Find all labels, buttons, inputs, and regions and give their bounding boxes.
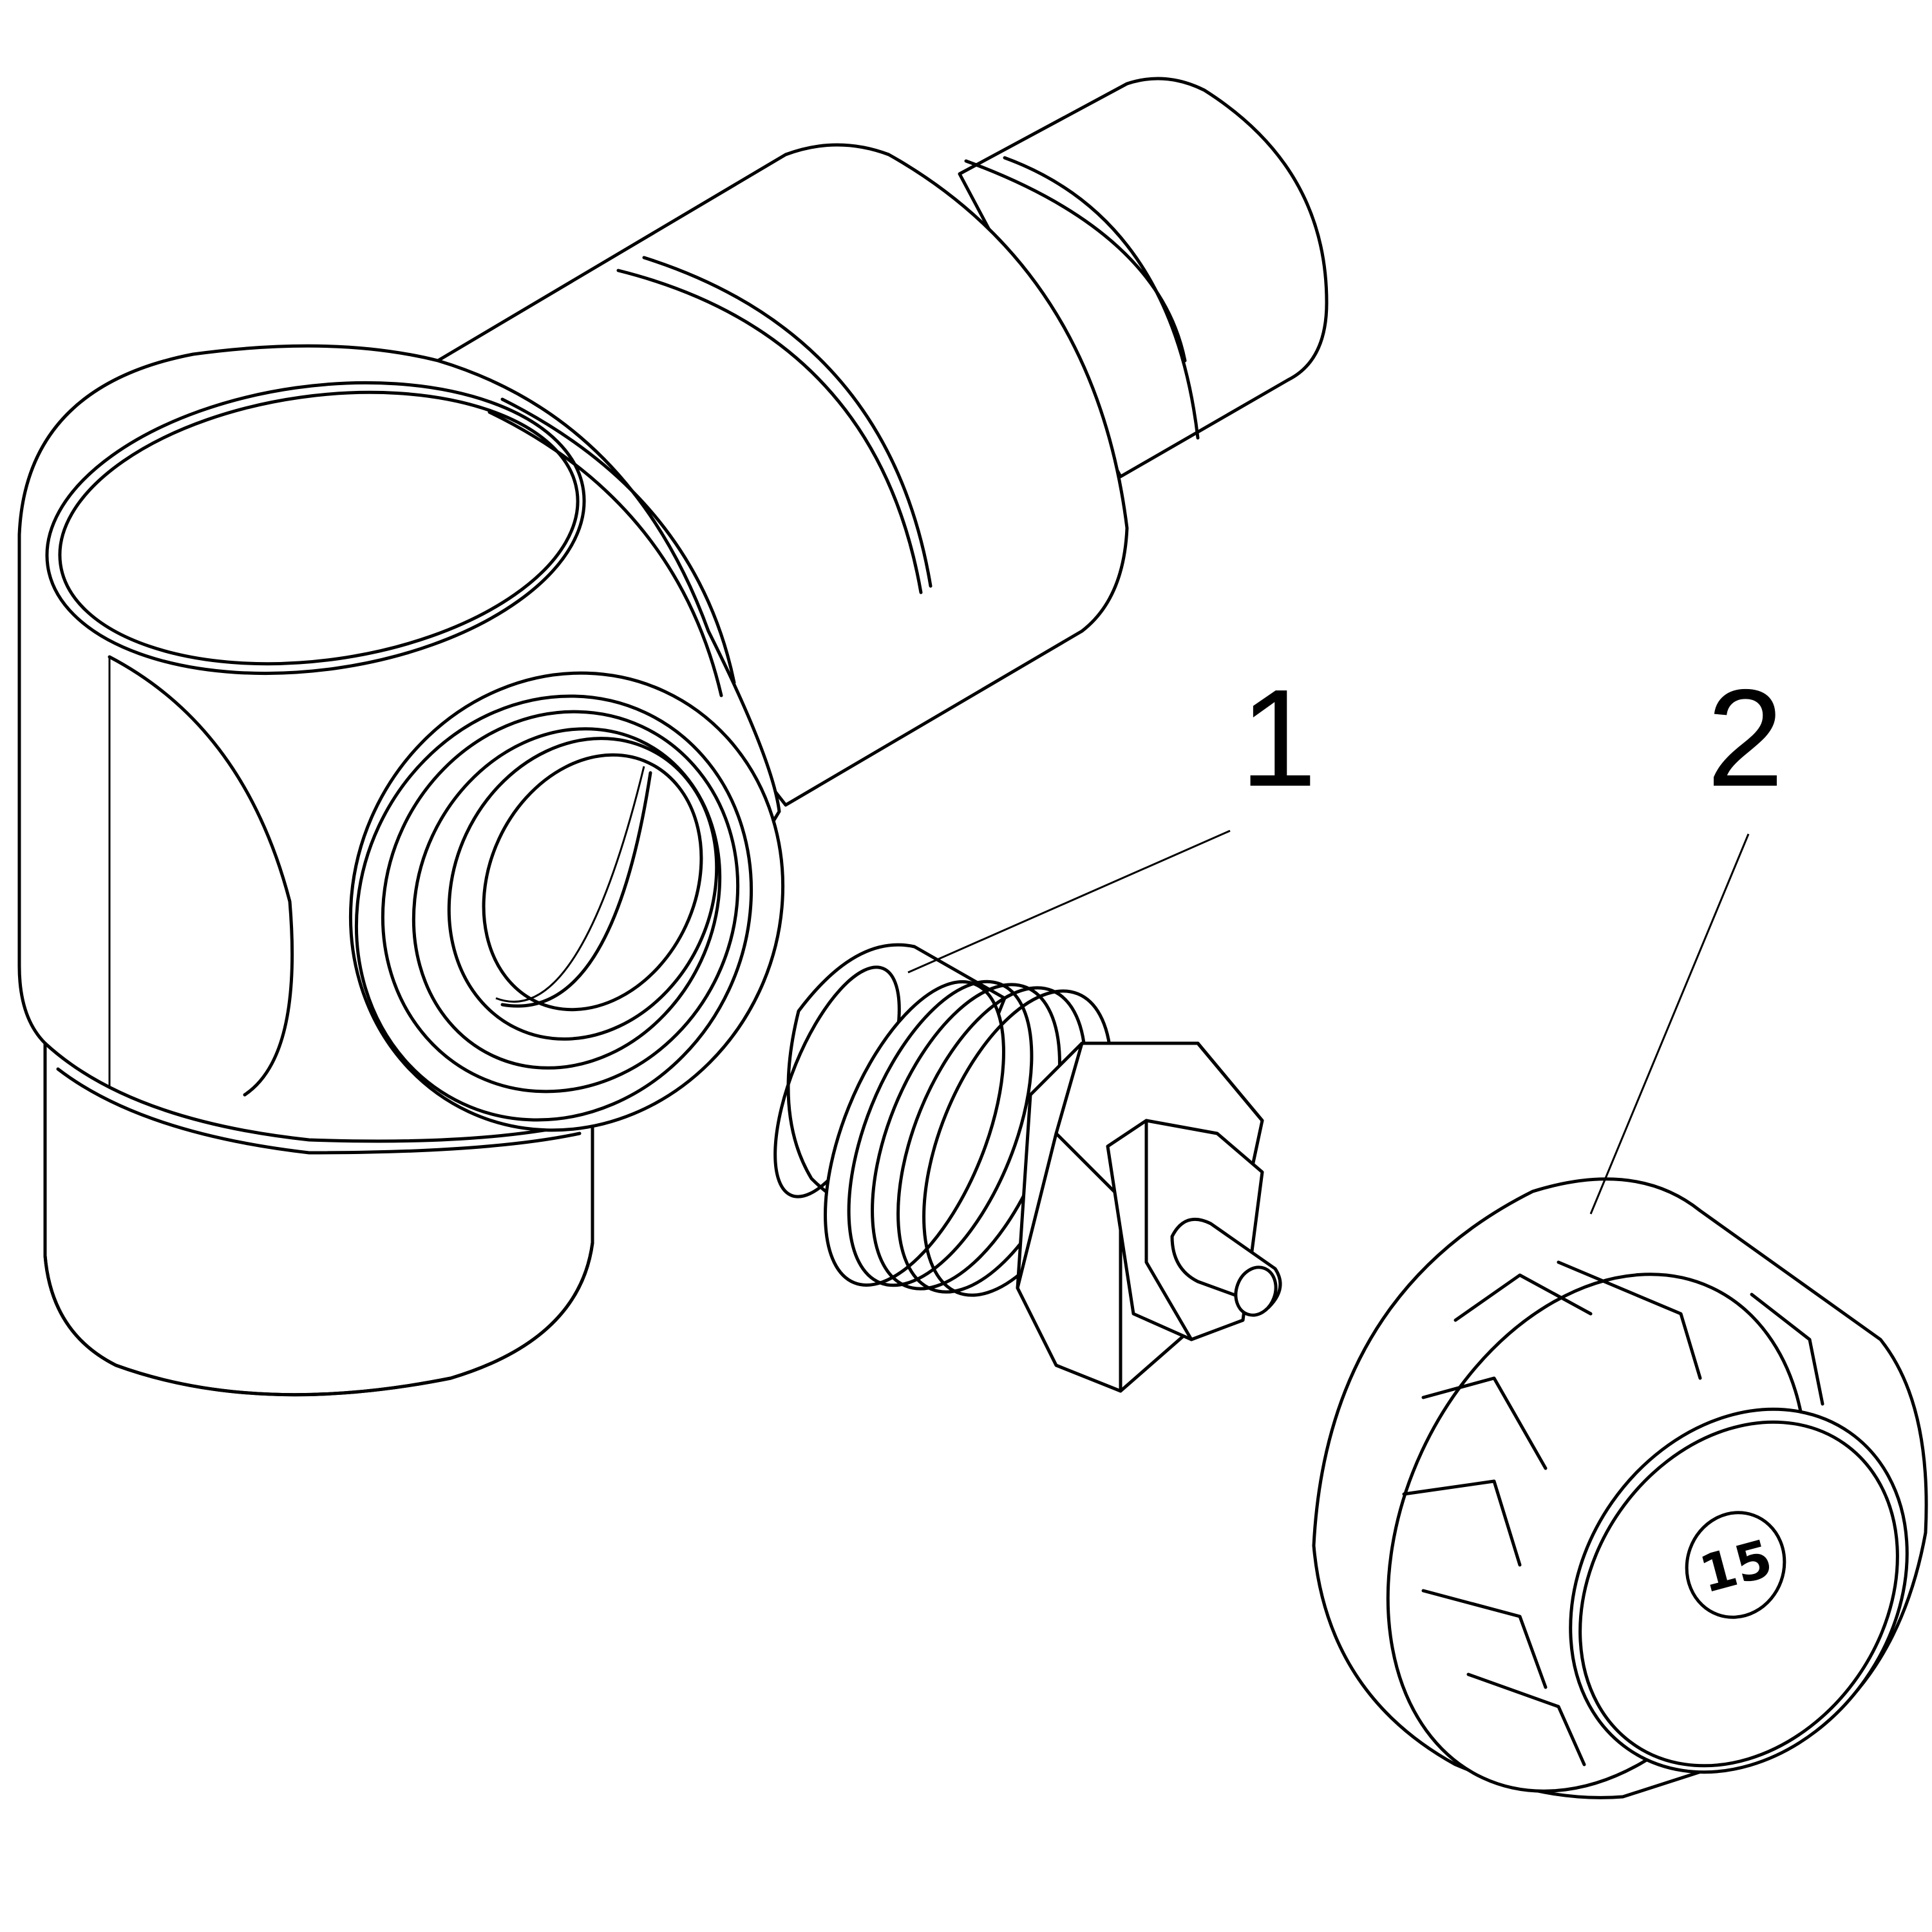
valve-middle-cylinder [436, 143, 1129, 807]
knob-marking-badge [1685, 1511, 1786, 1619]
valve-knob-part-2: 15 [1312, 1177, 1928, 1799]
valve-side-port [348, 671, 785, 1132]
valve-tail-spigot [958, 77, 1329, 478]
callout-label-2: 2 [1707, 660, 1784, 815]
leader-line-2 [1589, 833, 1750, 1215]
valve-insert-part-1 [773, 943, 1282, 1393]
callout-2: 2 [1589, 660, 1784, 1215]
callout-label-1: 1 [1240, 660, 1317, 815]
leader-line-1 [907, 829, 1231, 974]
valve-top-cap [45, 381, 586, 676]
callout-1: 1 [907, 660, 1317, 974]
valve-body [17, 77, 1329, 1397]
